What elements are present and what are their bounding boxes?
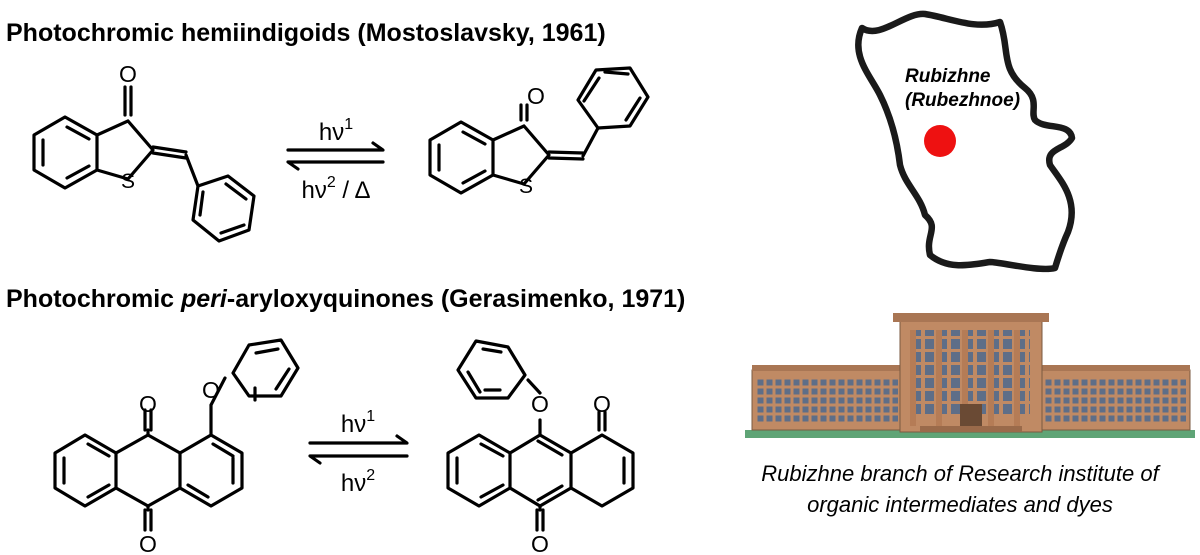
atom-oxygen: O bbox=[139, 391, 157, 417]
central-windows bbox=[912, 330, 1030, 414]
phenyl-ring bbox=[576, 66, 650, 130]
molecule-bonds bbox=[53, 338, 300, 512]
column bbox=[910, 330, 916, 426]
column bbox=[1014, 330, 1020, 426]
rubizhne-map: Rubizhne (Rubezhnoe) bbox=[855, 10, 1076, 273]
main-door bbox=[960, 404, 982, 428]
forward-arrow bbox=[286, 141, 385, 152]
caption-line: organic intermediates and dyes bbox=[807, 492, 1113, 517]
city-name-label: Rubizhne bbox=[905, 66, 991, 87]
molecule-double-bonds bbox=[455, 347, 626, 532]
central-cornice bbox=[893, 313, 1049, 322]
reverse-arrow bbox=[286, 160, 385, 171]
aryloxyquinone-9-10-isomer: O O O bbox=[53, 338, 300, 555]
section-title-aryloxyquinones: Photochromic peri-aryloxyquinones (Geras… bbox=[6, 287, 685, 312]
reverse-arrow bbox=[308, 454, 409, 465]
molecule-double-bonds bbox=[437, 103, 600, 185]
equilibrium-arrows-1: hν1 hν2 / Δ bbox=[286, 116, 385, 204]
institute-building bbox=[745, 313, 1195, 438]
title-italic-peri: peri bbox=[181, 285, 227, 313]
reverse-condition-label: hν2 / Δ bbox=[302, 174, 371, 204]
atom-sulfur: S bbox=[121, 170, 135, 193]
column bbox=[962, 330, 968, 426]
column bbox=[988, 330, 994, 426]
left-windows bbox=[756, 378, 898, 424]
molecule-double-bonds bbox=[62, 347, 291, 532]
city-location-marker bbox=[924, 125, 956, 157]
molecule-bonds bbox=[428, 120, 551, 195]
forward-condition-label: hν1 bbox=[319, 116, 353, 146]
city-outline bbox=[855, 10, 1076, 273]
forward-arrow bbox=[308, 434, 409, 445]
section-title-hemiindigoids: Photochromic hemiindigoids (Mostoslavsky… bbox=[6, 19, 606, 47]
equilibrium-arrows-2: hν1 hν2 bbox=[308, 408, 409, 497]
molecule-bonds bbox=[446, 339, 635, 512]
atom-oxygen: O bbox=[531, 531, 549, 555]
hemiindigoid-z-isomer: O S bbox=[428, 66, 650, 198]
title-part: -aryloxyquinones (Gerasimenko, 1971) bbox=[226, 285, 686, 313]
phenyl-ring bbox=[191, 174, 256, 243]
atom-oxygen: O bbox=[139, 531, 157, 555]
forward-condition-label: hν1 bbox=[341, 408, 375, 438]
right-cornice bbox=[1040, 365, 1190, 371]
atom-oxygen: O bbox=[593, 391, 611, 417]
reverse-condition-label: hν2 bbox=[341, 467, 375, 497]
caption-line: Rubizhne branch of Research institute of bbox=[761, 461, 1159, 486]
atom-oxygen: O bbox=[119, 61, 137, 87]
atom-oxygen: O bbox=[531, 391, 549, 417]
atom-oxygen: O bbox=[527, 83, 545, 109]
aryloxyquinone-ana-isomer: O O O bbox=[446, 339, 635, 555]
atom-sulfur: S bbox=[519, 175, 533, 198]
hemiindigoid-e-isomer: O S bbox=[32, 61, 256, 243]
right-windows bbox=[1044, 378, 1186, 424]
grass-strip bbox=[745, 430, 1195, 438]
city-alt-name-label: (Rubezhnoe) bbox=[905, 90, 1020, 111]
left-cornice bbox=[752, 365, 902, 371]
column bbox=[936, 330, 942, 426]
building-caption: Rubizhne branch of Research institute of… bbox=[720, 458, 1200, 520]
atom-oxygen: O bbox=[202, 377, 220, 403]
title-part: Photochromic bbox=[6, 285, 182, 313]
entrance-steps bbox=[920, 426, 1022, 432]
molecule-double-bonds bbox=[41, 85, 200, 188]
molecule-bonds bbox=[32, 115, 155, 190]
